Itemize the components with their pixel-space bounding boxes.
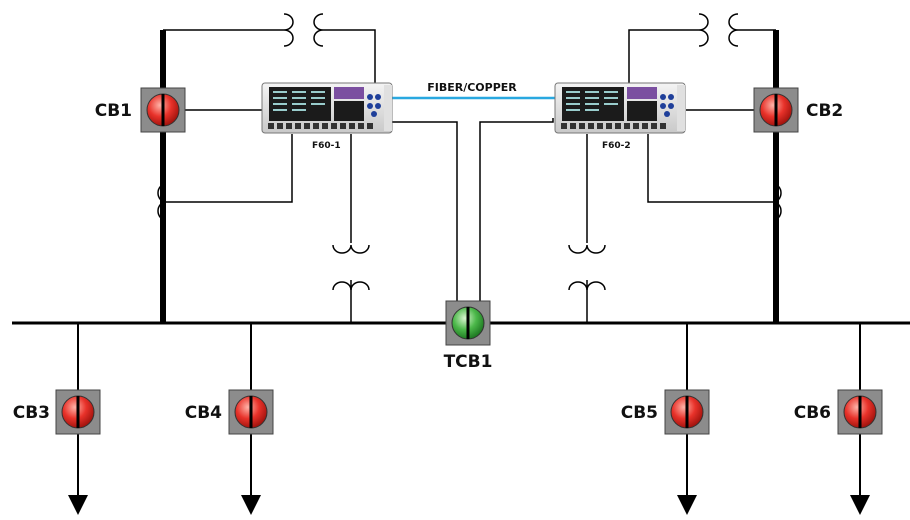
right-voltage-transformer-wiring [628, 13, 776, 86]
breaker-tcb1-label: TCB1 [444, 352, 493, 372]
breaker-cb6-label: CB6 [794, 403, 831, 423]
breaker-cb2-label: CB2 [806, 101, 843, 121]
breaker-cb6[interactable] [837, 389, 883, 435]
breaker-cb2[interactable] [753, 87, 799, 133]
relay-f60-1[interactable] [261, 82, 393, 134]
tie-breaker-control-wiring [389, 118, 554, 302]
left-bus-current-transformer [332, 134, 370, 323]
breaker-cb4-label: CB4 [185, 403, 222, 423]
relay-f60-1-label: F60-1 [312, 141, 341, 151]
breaker-tcb1[interactable] [445, 300, 491, 346]
breaker-cb1[interactable] [140, 87, 186, 133]
breaker-cb5[interactable] [664, 389, 710, 435]
breaker-cb4[interactable] [228, 389, 274, 435]
left-line-current-transformer [157, 134, 293, 221]
right-bus-current-transformer [568, 134, 606, 323]
communication-link-label: FIBER/COPPER [427, 81, 517, 94]
breaker-cb1-label: CB1 [95, 101, 132, 121]
breaker-cb3[interactable] [55, 389, 101, 435]
breaker-cb3-label: CB3 [13, 403, 50, 423]
breaker-cb5-label: CB5 [621, 403, 658, 423]
relay-f60-2[interactable] [554, 82, 686, 134]
left-voltage-transformer-wiring [163, 13, 376, 86]
relay-f60-2-label: F60-2 [602, 141, 631, 151]
right-line-current-transformer [647, 134, 782, 221]
